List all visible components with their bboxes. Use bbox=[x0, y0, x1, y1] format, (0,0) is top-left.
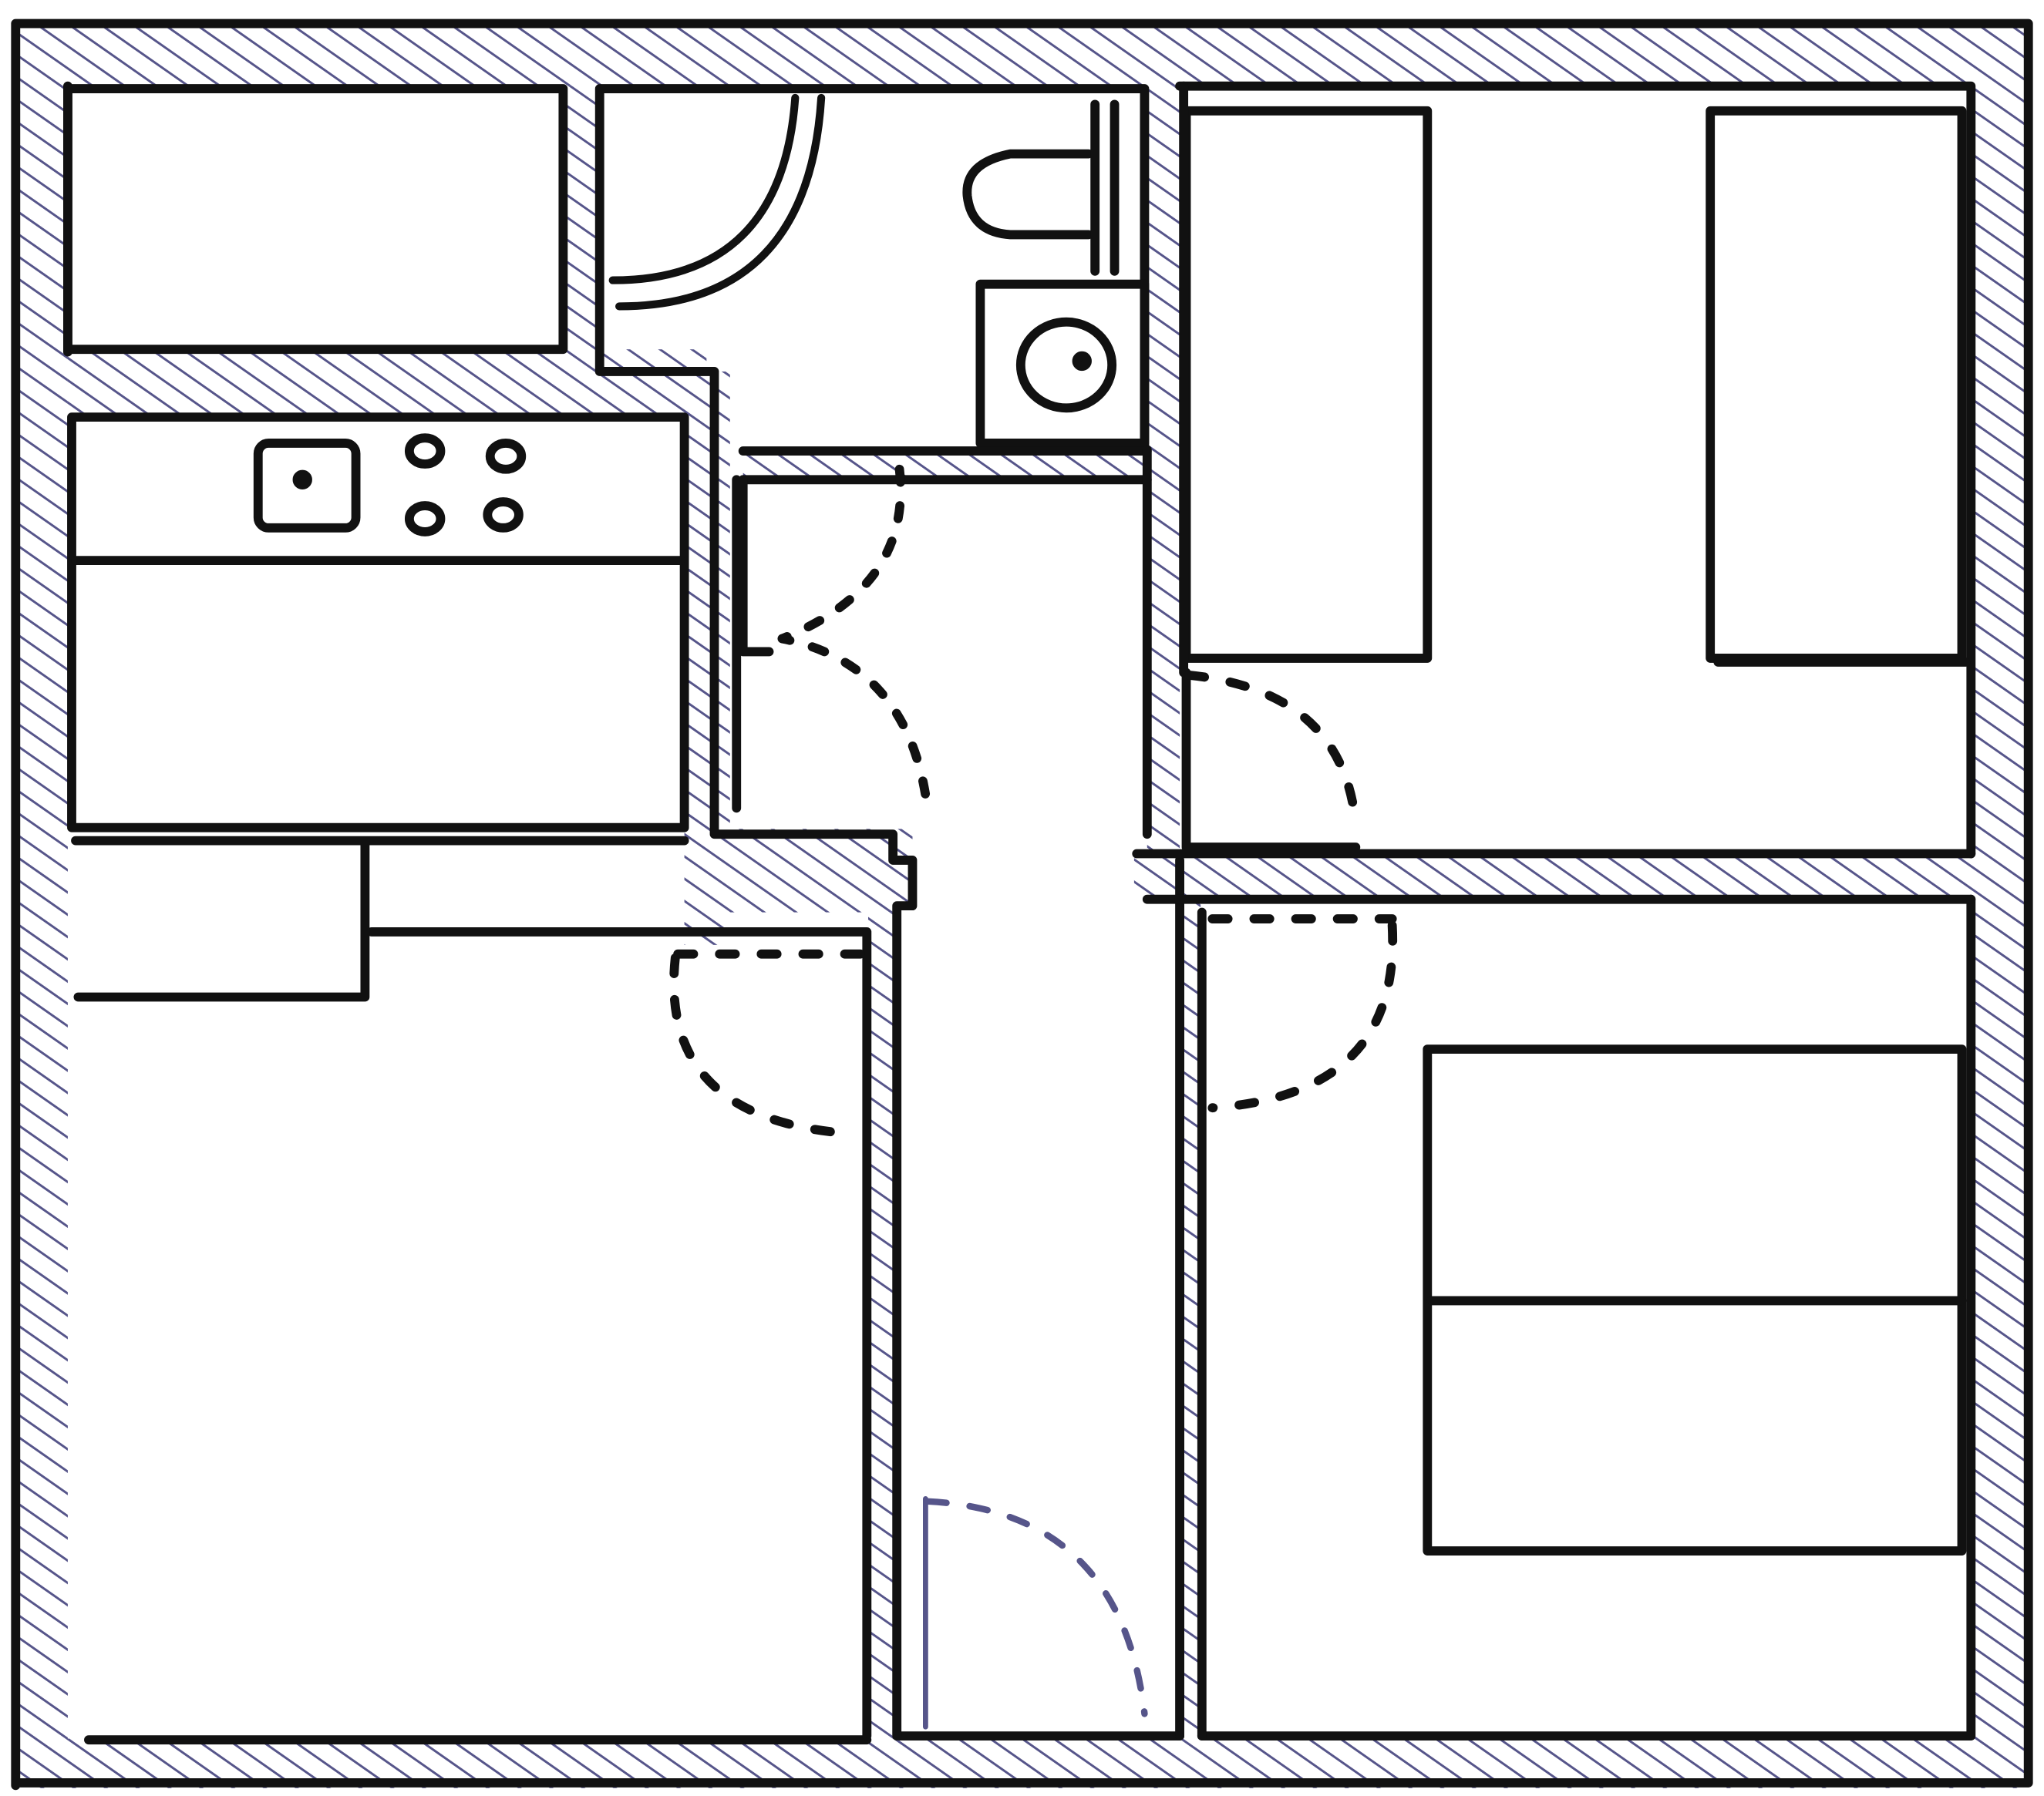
burner-icon bbox=[404, 501, 446, 536]
bedroom-door-arc bbox=[1184, 670, 1361, 829]
shower-arc-outer bbox=[615, 93, 826, 311]
burner-icon bbox=[483, 497, 524, 533]
bed bbox=[1181, 106, 1433, 663]
wall-bath-bottom bbox=[743, 451, 1147, 480]
burner-icon bbox=[485, 439, 527, 474]
storage-closet bbox=[732, 475, 774, 813]
sink-icon bbox=[975, 279, 1150, 448]
wall-under-closet bbox=[67, 349, 707, 415]
kitchen-counter bbox=[67, 412, 689, 832]
wall-bath-left bbox=[567, 86, 600, 373]
toilet-tank bbox=[1090, 99, 1120, 276]
bed bbox=[1706, 106, 1967, 663]
livingroom-door-arc bbox=[669, 949, 865, 1138]
toilet-icon bbox=[962, 149, 1093, 240]
bedroom2-door-arc bbox=[1207, 914, 1398, 1113]
table bbox=[71, 836, 872, 1741]
burner-icon bbox=[404, 433, 446, 469]
closet-door-arc bbox=[777, 464, 933, 819]
corridor-wall bbox=[1142, 445, 1184, 1741]
bedroom-divider bbox=[1132, 849, 1976, 904]
wardrobe bbox=[62, 84, 568, 355]
wall-bedrooms-between bbox=[1133, 853, 1975, 900]
bath-bottom-wall bbox=[738, 446, 1152, 485]
outer-wall-outline bbox=[11, 18, 2033, 1791]
inner-wall-outline bbox=[62, 81, 1976, 1745]
shower-arc bbox=[608, 93, 800, 284]
entrance-door-arc bbox=[924, 1498, 1148, 1717]
bedroom-wall bbox=[1179, 81, 1971, 852]
kitchen-sink-drain bbox=[292, 469, 312, 489]
wall-closet-bottom bbox=[691, 829, 913, 913]
kitchen-sink-icon bbox=[253, 439, 361, 533]
sink-basin bbox=[1015, 317, 1117, 413]
wall-bath-right bbox=[1147, 86, 1180, 862]
sink-drain bbox=[1072, 351, 1092, 372]
